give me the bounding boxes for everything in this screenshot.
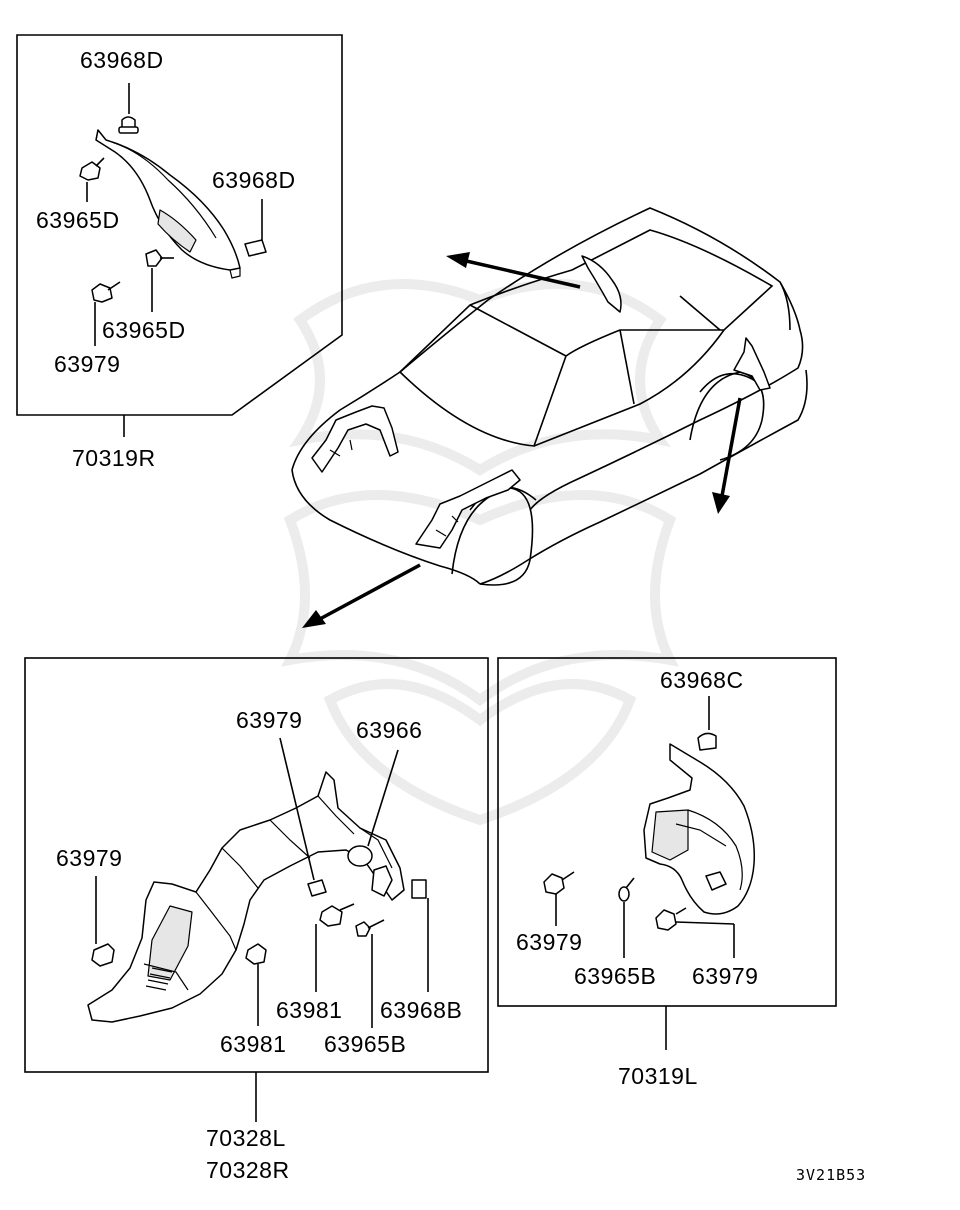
front-fender-liner — [87, 771, 405, 1023]
watermark-logo — [281, 279, 679, 826]
part-label: 63979 — [56, 845, 122, 871]
arrow-icon — [302, 563, 421, 628]
vehicle-outline — [291, 207, 808, 586]
part-label: 63968D — [80, 47, 164, 73]
vent-grille — [145, 967, 173, 991]
assembly-label: 70319R — [72, 445, 156, 471]
clip-icon — [411, 879, 429, 992]
part-label: 63965D — [36, 207, 120, 233]
part-label: 63968C — [660, 667, 744, 693]
part-label: 63979 — [54, 351, 120, 377]
part-label: 63965B — [574, 963, 656, 989]
clip-icon — [279, 737, 327, 897]
part-label: 63965D — [102, 317, 186, 343]
clip-icon — [543, 871, 575, 926]
box-bottom-left — [24, 657, 489, 1122]
arrow-icon — [712, 397, 742, 514]
screw-icon — [79, 157, 105, 202]
box-bottom-right — [497, 657, 837, 1050]
part-label: 63979 — [516, 929, 582, 955]
part-label: 63965B — [324, 1031, 406, 1057]
rear-guard-on-car-2 — [733, 337, 771, 391]
clip-icon — [244, 199, 267, 257]
clip-icon — [697, 696, 717, 751]
arrow-icon — [446, 252, 581, 289]
clip-icon — [655, 907, 735, 958]
nut-icon — [315, 903, 355, 992]
part-label: 63966 — [356, 717, 422, 743]
front-liner-on-car-2 — [415, 469, 521, 549]
front-liner-on-car — [311, 405, 399, 473]
box-top-left — [16, 34, 343, 437]
rear-guard-on-car — [581, 255, 622, 313]
part-label: 63968D — [212, 167, 296, 193]
diagram-code: 3V21B53 — [796, 1166, 866, 1184]
rear-splash-guard-left — [643, 743, 756, 915]
assembly-label: 70328R — [206, 1157, 290, 1183]
assembly-label: 70319L — [618, 1063, 698, 1089]
grommet-icon — [347, 749, 399, 867]
screw-icon — [145, 249, 174, 312]
part-label: 63979 — [236, 707, 302, 733]
clip-icon — [91, 876, 115, 967]
rear-splash-guard-right — [95, 129, 241, 279]
clip-icon — [118, 83, 139, 134]
screw-icon — [618, 877, 635, 958]
part-label: 63981 — [220, 1031, 286, 1057]
part-label: 63981 — [276, 997, 342, 1023]
assembly-label: 70328L — [206, 1125, 286, 1151]
screw-icon — [355, 919, 385, 1028]
part-label: 63979 — [692, 963, 758, 989]
clip-icon — [91, 281, 121, 346]
part-label: 63968B — [380, 997, 462, 1023]
nut-icon — [245, 943, 267, 1026]
